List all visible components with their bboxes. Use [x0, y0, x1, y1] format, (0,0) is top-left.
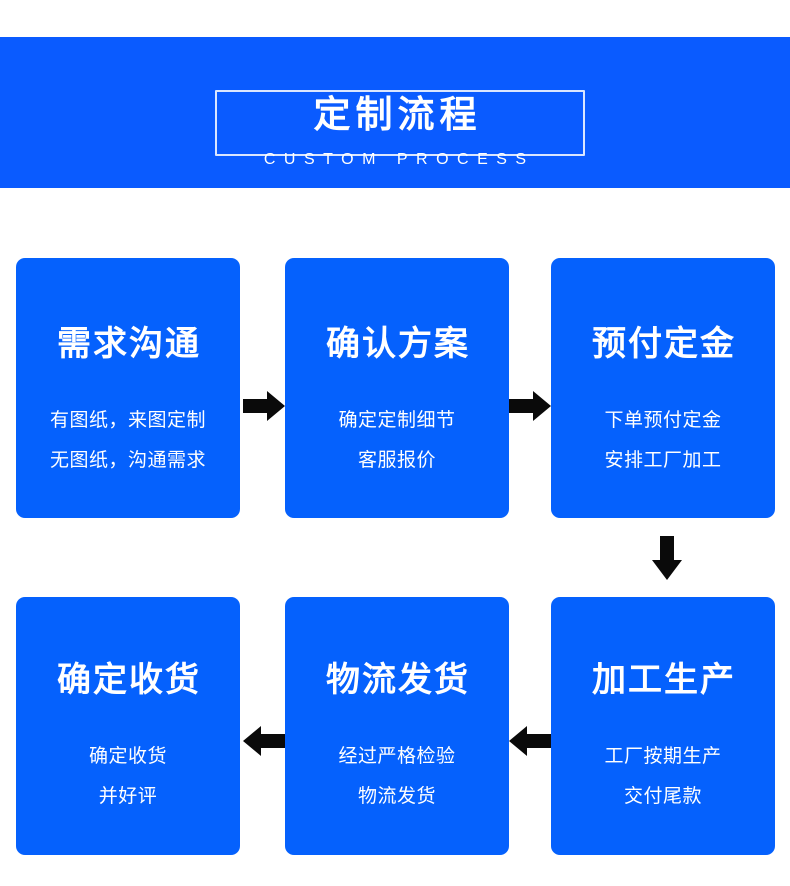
step-title-1: 需求沟通 [57, 325, 201, 363]
process-step-card-4: 加工生产 工厂按期生产 交付尾款 [551, 597, 775, 855]
step-description-3: 下单预付定金 安排工厂加工 [551, 401, 775, 481]
page-title: 定制流程 [0, 93, 790, 137]
process-step-card-5: 物流发货 经过严格检验 物流发货 [285, 597, 509, 855]
step-title-5: 物流发货 [326, 661, 470, 699]
arrow-head [652, 560, 682, 580]
arrow-head [267, 391, 285, 421]
arrow-head [533, 391, 551, 421]
step-description-line: 经过严格检验 [338, 746, 456, 767]
step-description-6: 确定收货 并好评 [16, 737, 240, 817]
step-description-line: 安排工厂加工 [604, 450, 722, 471]
step-description-line: 无图纸，沟通需求 [49, 450, 206, 471]
arrow-right-icon [509, 391, 551, 421]
step-title-2: 确认方案 [326, 325, 470, 363]
arrow-shaft [259, 734, 285, 748]
process-step-card-3: 预付定金 下单预付定金 安排工厂加工 [551, 258, 775, 518]
arrow-shaft [525, 734, 551, 748]
arrow-right-icon [243, 391, 285, 421]
header-banner: 定制流程 CUSTOM PROCESS [0, 37, 790, 188]
arrow-shaft [243, 399, 269, 413]
step-title-3: 预付定金 [592, 325, 736, 363]
step-description-line: 交付尾款 [623, 786, 702, 807]
arrow-head [243, 726, 261, 756]
header-frame-border [215, 90, 585, 156]
step-description-4: 工厂按期生产 交付尾款 [551, 737, 775, 817]
page-subtitle: CUSTOM PROCESS [263, 151, 535, 168]
page-title-text: 定制流程 [297, 94, 498, 135]
process-step-card-1: 需求沟通 有图纸，来图定制 无图纸，沟通需求 [16, 258, 240, 518]
step-description-1: 有图纸，来图定制 无图纸，沟通需求 [16, 401, 240, 481]
step-description-line: 确定收货 [88, 746, 167, 767]
arrow-head [509, 726, 527, 756]
step-description-line: 并好评 [98, 786, 158, 807]
step-description-5: 经过严格检验 物流发货 [285, 737, 509, 817]
step-title-6: 确定收货 [57, 661, 201, 699]
step-description-line: 客服报价 [357, 450, 436, 471]
process-step-card-6: 确定收货 确定收货 并好评 [16, 597, 240, 855]
step-description-line: 确定定制细节 [338, 410, 456, 431]
step-description-2: 确定定制细节 客服报价 [285, 401, 509, 481]
step-description-line: 工厂按期生产 [604, 746, 722, 767]
arrow-shaft [660, 536, 674, 562]
arrow-down-icon [652, 536, 682, 580]
process-step-card-2: 确认方案 确定定制细节 客服报价 [285, 258, 509, 518]
arrow-left-icon [509, 726, 551, 756]
step-description-line: 物流发货 [357, 786, 436, 807]
arrow-left-icon [243, 726, 285, 756]
arrow-shaft [509, 399, 535, 413]
step-description-line: 有图纸，来图定制 [49, 410, 206, 431]
step-title-4: 加工生产 [592, 661, 736, 699]
step-description-line: 下单预付定金 [604, 410, 722, 431]
